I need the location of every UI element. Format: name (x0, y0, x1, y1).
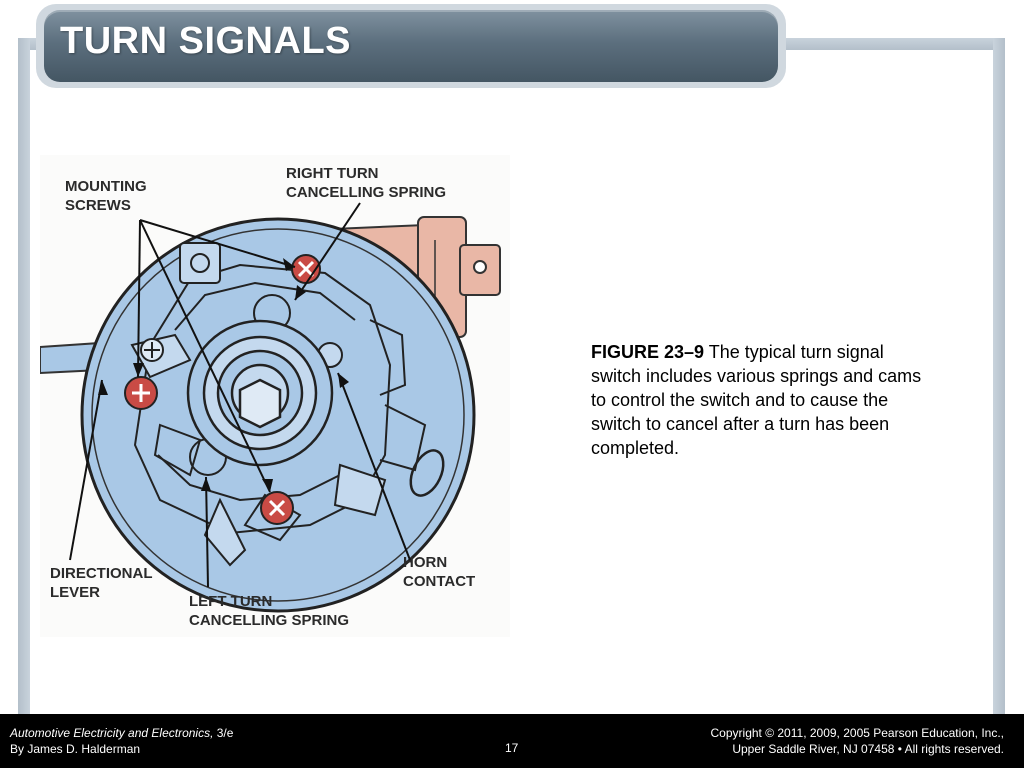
turn-signal-switch-figure: MOUNTING SCREWS RIGHT TURN CANCELLING SP… (40, 155, 510, 637)
slide-frame-left (18, 38, 30, 718)
title-bar (44, 10, 778, 82)
figure-caption: FIGURE 23–9 The typical turn signal swit… (591, 340, 936, 460)
copyright-line-1: Copyright © 2011, 2009, 2005 Pearson Edu… (710, 726, 1004, 740)
page-number: 17 (505, 741, 519, 755)
label-horn-contact: HORN CONTACT (403, 554, 476, 590)
footer-book-info: Automotive Electricity and Electronics, … (10, 725, 233, 757)
footer-book-title: Automotive Electricity and Electronics, (10, 726, 214, 740)
footer-copyright: Copyright © 2011, 2009, 2005 Pearson Edu… (711, 725, 1004, 757)
label-right-turn-spring: RIGHT TURN CANCELLING SPRING (286, 165, 447, 201)
leader-lines (69, 202, 411, 588)
copyright-line-2: Upper Saddle River, NJ 07458 • All right… (732, 742, 1004, 756)
turn-signal-switch-illustration (40, 202, 501, 613)
label-mounting-screws: MOUNTING SCREWS (65, 178, 147, 214)
footer-bar: Automotive Electricity and Electronics, … (0, 714, 1024, 768)
footer-author: By James D. Halderman (10, 742, 141, 756)
footer-edition: 3/e (213, 726, 234, 740)
mounting-screw (291, 254, 321, 284)
mounting-screw (124, 376, 158, 410)
caption-text: The typical turn signal switch includes … (591, 342, 922, 458)
small-screw (140, 338, 164, 362)
central-hub (186, 319, 334, 467)
slide-frame-right (993, 38, 1005, 718)
figure-number: FIGURE 23–9 (591, 342, 705, 362)
label-left-turn-spring: LEFT TURN CANCELLING SPRING (189, 593, 350, 629)
label-directional-lever: DIRECTIONAL LEVER (50, 565, 153, 601)
slide-title: TURN SIGNALS (60, 20, 351, 62)
mounting-screw (260, 491, 294, 525)
